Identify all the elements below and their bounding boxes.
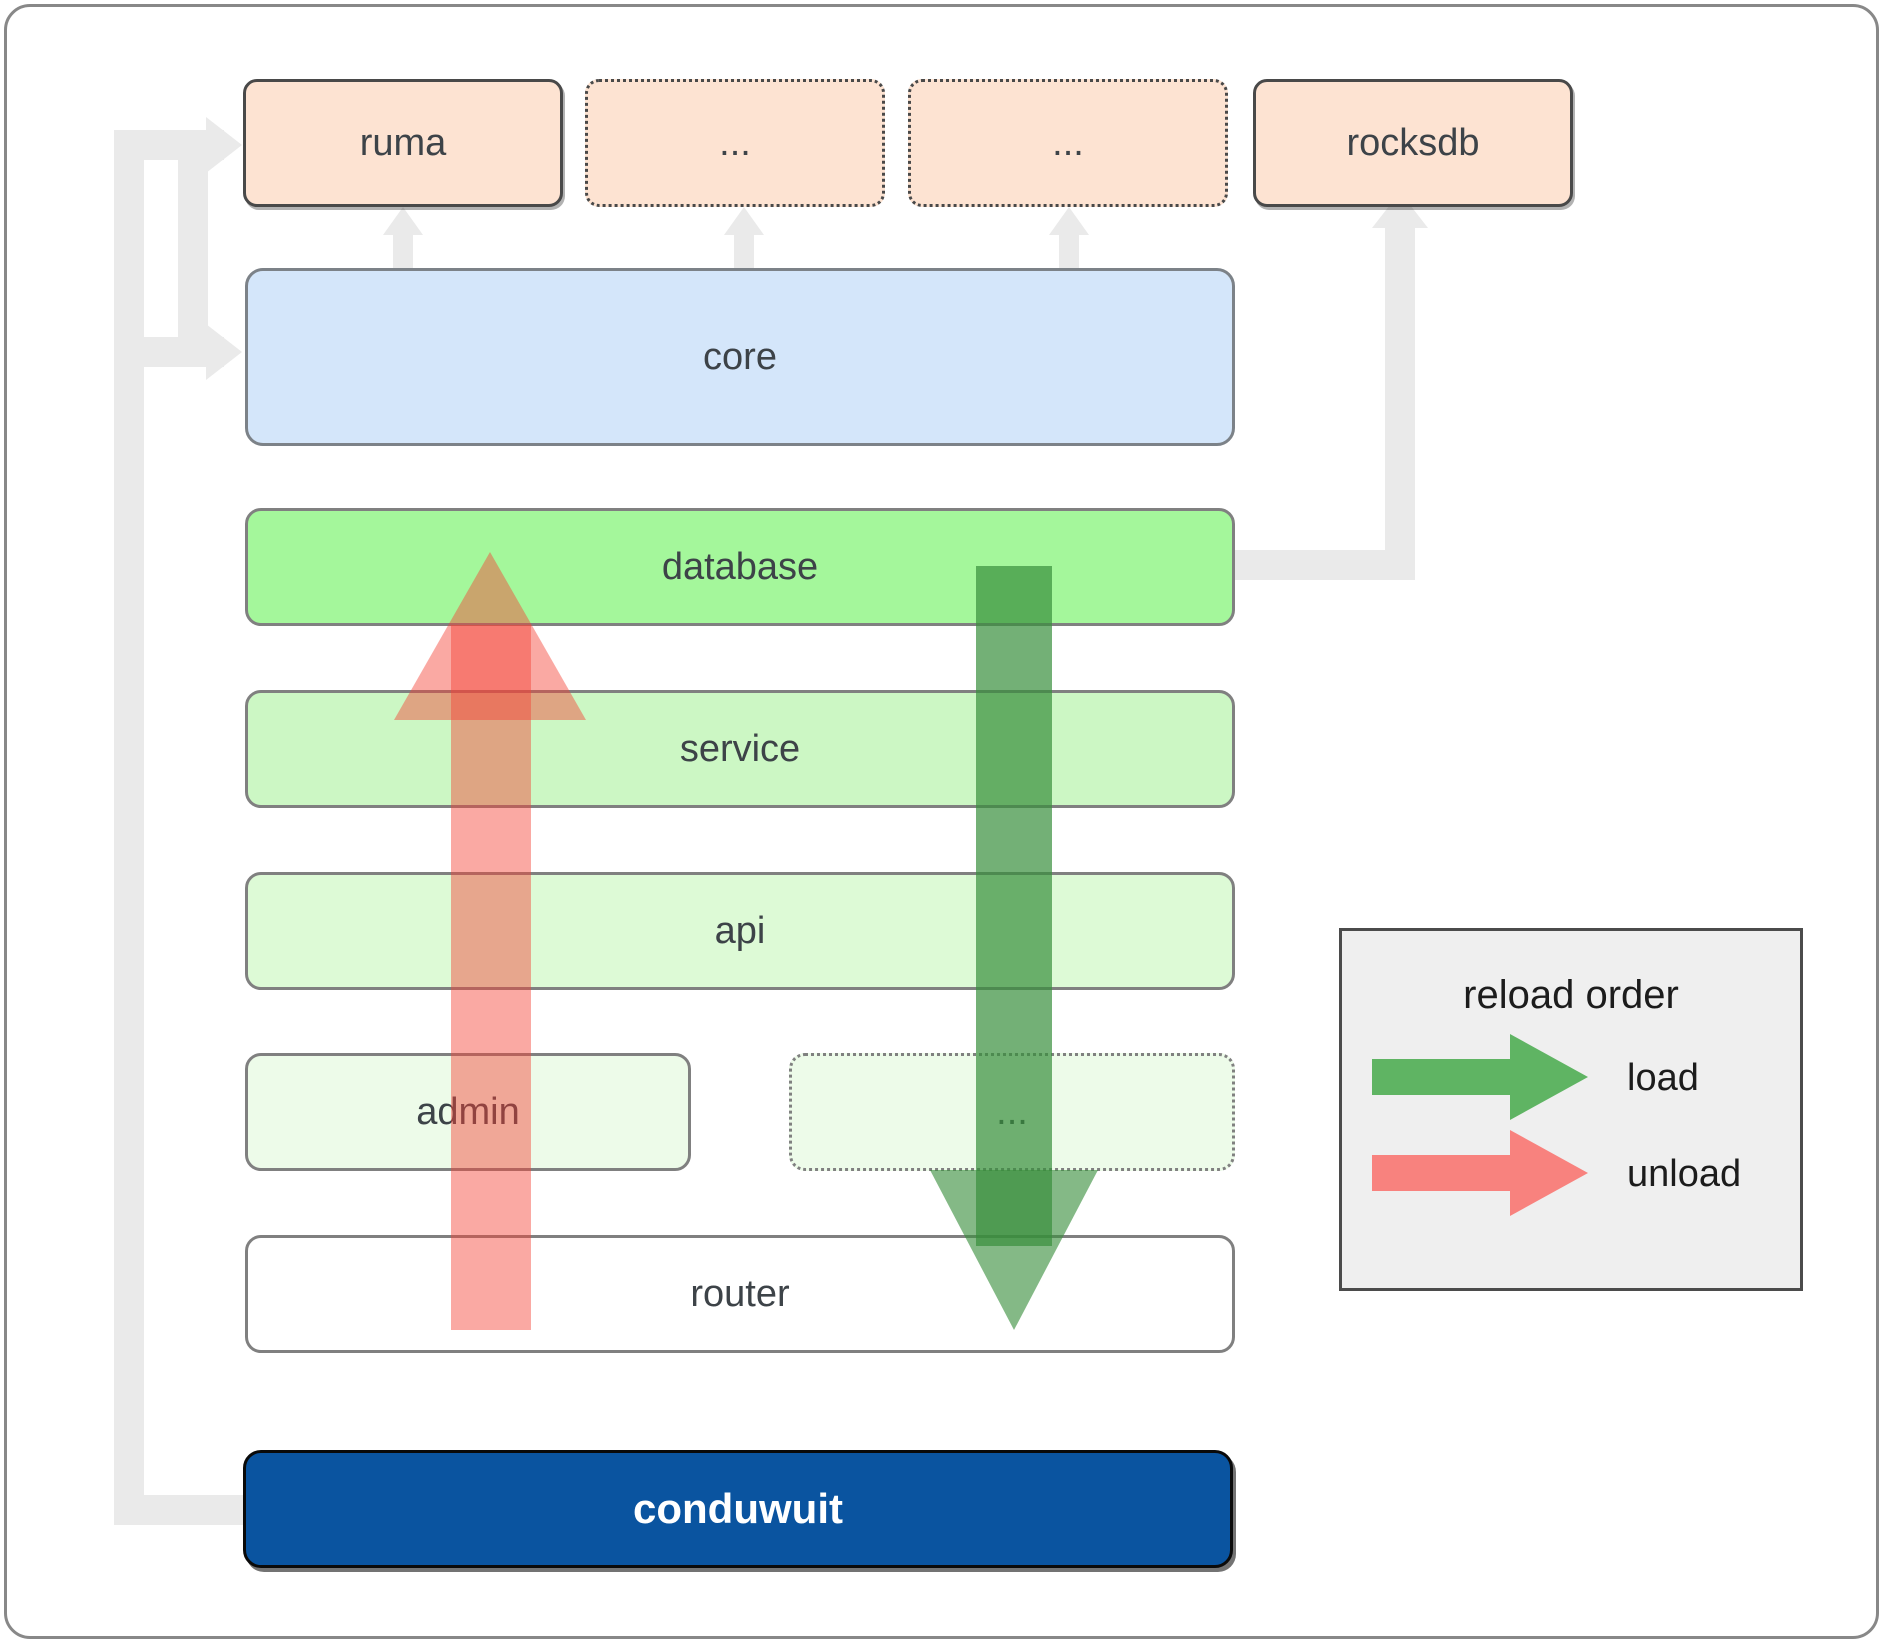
flow-load-head-icon [930,1170,1098,1330]
dependency-box-3[interactable]: ... [908,79,1228,207]
dependency-label-2: ... [719,122,751,164]
root-label-conduwuit: conduwuit [633,1485,843,1532]
connector-branch-inner [178,160,208,367]
legend-title: reload order [1463,973,1679,1017]
dependency-label-3: ... [1052,122,1084,164]
legend-unload-label: unload [1627,1153,1742,1195]
stub-shaft-core-to-dep3 [1059,230,1079,270]
connector-arrow-to-ruma-icon [206,117,242,173]
flow-unload-head-icon [394,552,586,720]
stub-arrow-core-to-dep2-icon [724,207,764,235]
dependency-box-ruma[interactable]: ruma [243,79,563,207]
core-label: core [703,336,777,378]
canvas-border [4,4,1879,1639]
root-box-conduwuit[interactable]: conduwuit [243,1450,1233,1568]
layer-label-router: router [690,1273,790,1315]
legend-load-label: load [1627,1057,1699,1099]
dependency-label-rocksdb: rocksdb [1346,122,1480,164]
layer-label-api: api [714,910,766,952]
layer-label-database: database [661,546,819,588]
connector-arrow-to-core-icon [206,324,242,380]
legend-panel: reload order load unload [1339,928,1803,1291]
flow-unload-shaft [451,625,531,1330]
layer-label-service: service [679,728,801,770]
flow-load-shaft [976,566,1052,1246]
stub-arrow-core-to-ruma-icon [383,207,423,235]
core-box[interactable]: core [245,268,1235,446]
legend-unload-head-icon [1510,1130,1588,1216]
stub-shaft-core-to-dep2 [734,230,754,270]
dependency-label-ruma: ruma [359,122,447,164]
layer-box-api[interactable]: api [245,872,1235,990]
dependency-box-rocksdb[interactable]: rocksdb [1253,79,1573,207]
connector-branch-to-ruma [114,130,224,160]
connector-database-to-rocksdb-vertical [1385,225,1415,580]
legend-load-head-icon [1510,1034,1588,1120]
stub-arrow-core-to-dep3-icon [1049,207,1089,235]
dependency-box-2[interactable]: ... [585,79,885,207]
stub-shaft-core-to-ruma [393,230,413,270]
